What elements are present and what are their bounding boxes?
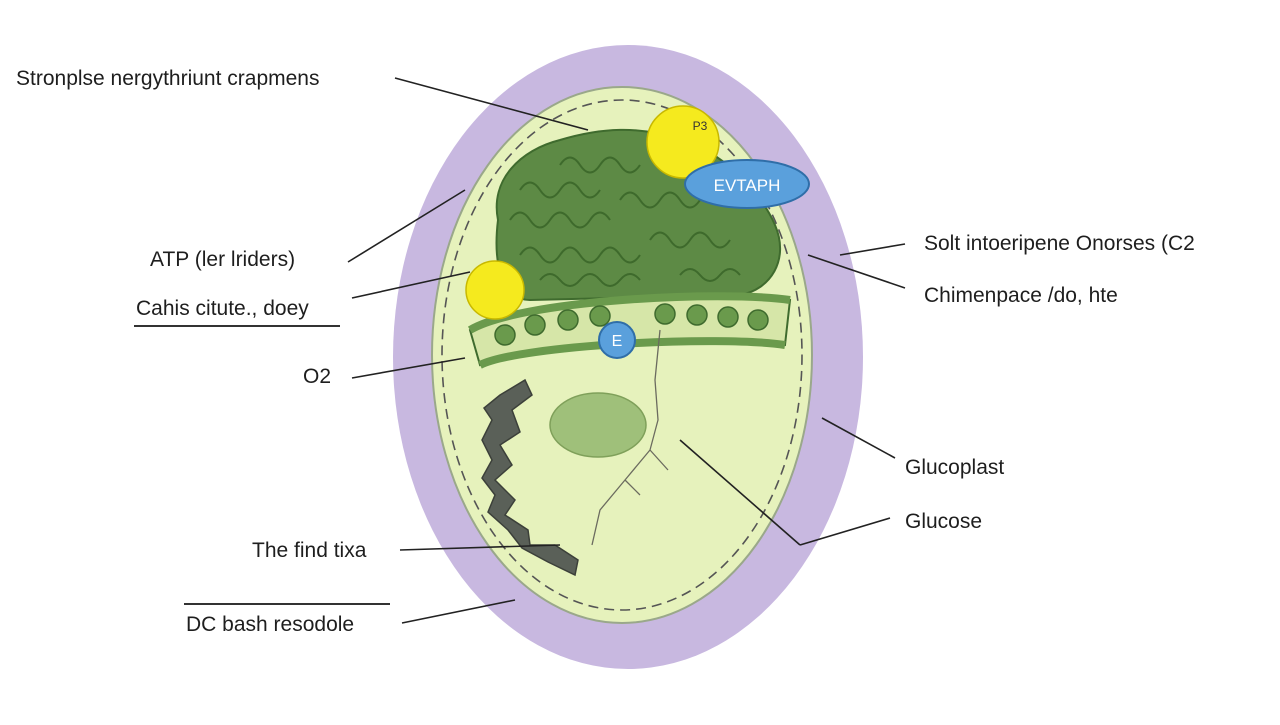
overline-dc	[184, 603, 390, 605]
label-atp: ATP (ler lriders)	[150, 248, 296, 271]
label-right-mid: Chimenpace /do, hte	[924, 284, 1118, 307]
blue-circle	[598, 321, 636, 359]
inner-oval	[549, 392, 647, 458]
leader-glucose	[799, 517, 891, 546]
label-find: The find tixa	[252, 539, 367, 562]
leader-dc	[401, 599, 516, 624]
underline-cahis	[134, 325, 340, 327]
label-dc: DC bash resodole	[186, 613, 355, 636]
blue-circle-text: E	[612, 333, 623, 350]
label-top-left: Stronplse nergythriunt crapmens	[16, 67, 320, 90]
yellow-circle-left	[465, 260, 525, 320]
leader-find	[399, 544, 561, 551]
blue-oval-text: EVTAPH	[714, 176, 781, 195]
label-glucoplast: Glucoplast	[905, 456, 1005, 479]
leader-glucose-inner	[679, 439, 801, 546]
label-right-top: Solt intoeripene Onorses (C2	[924, 232, 1195, 255]
leader-top-left	[394, 77, 589, 131]
label-glucose: Glucose	[905, 510, 983, 533]
leader-glucoplast	[821, 417, 896, 459]
leader-cahis	[351, 271, 471, 299]
inner-dashed-boundary	[441, 99, 803, 611]
dark-structure	[481, 378, 579, 577]
leader-o2	[351, 357, 466, 379]
yellow-top-text: P3	[693, 119, 708, 133]
filament	[591, 329, 669, 546]
leader-right-mid	[807, 254, 906, 289]
leader-lines	[347, 77, 906, 624]
leader-right-top	[839, 243, 906, 256]
label-cahis: Cahis citute., doey	[136, 297, 309, 320]
leader-atp	[347, 189, 466, 263]
yellow-circle-top	[646, 105, 720, 179]
blue-oval	[684, 159, 810, 209]
label-o2: O2	[303, 365, 332, 388]
